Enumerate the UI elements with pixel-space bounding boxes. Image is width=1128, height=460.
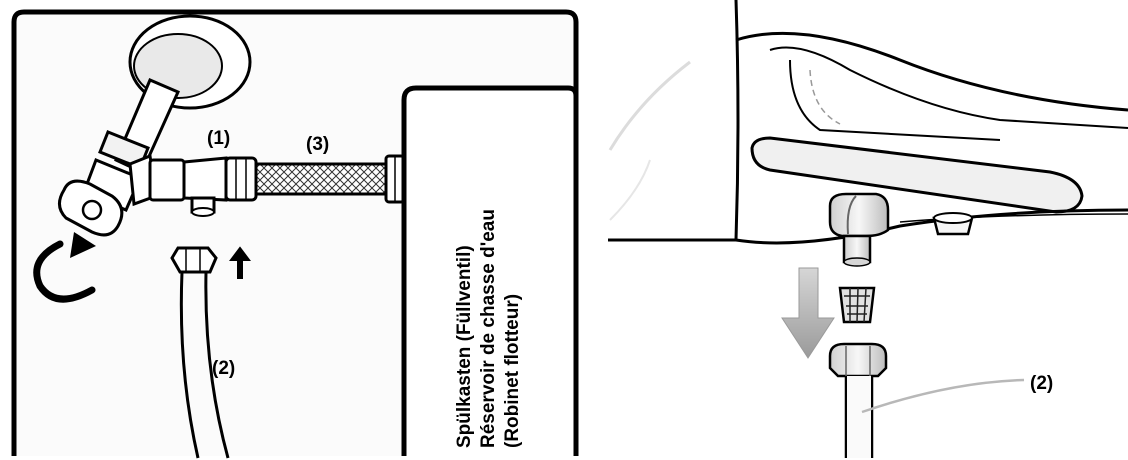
hose-label-left: (2) — [212, 358, 235, 379]
cistern-box: Spülkasten (Füllventil) Réservoir de cha… — [404, 88, 576, 456]
right-panel: (2) — [608, 0, 1128, 458]
filter-screen — [840, 288, 874, 322]
down-arrow-icon — [782, 268, 834, 358]
braided-hose — [256, 156, 404, 202]
inlet-connector — [830, 194, 888, 266]
valve-label: (1) — [207, 128, 230, 149]
braided-hose-label: (3) — [306, 134, 329, 155]
supply-hose-right — [830, 344, 886, 458]
tank-label-line-1: Spülkasten (Füllventil) — [454, 245, 475, 448]
hose-label-right: (2) — [1030, 373, 1053, 394]
left-panel: (1) (3) (2) Spülkasten (Füllventil) Rése… — [14, 12, 576, 458]
tank-label-line-2: Réservoir de chasse d'eau — [478, 209, 499, 448]
leader-line — [862, 380, 1024, 412]
tank-label-line-3: (Robinet flotteur) — [502, 294, 523, 448]
